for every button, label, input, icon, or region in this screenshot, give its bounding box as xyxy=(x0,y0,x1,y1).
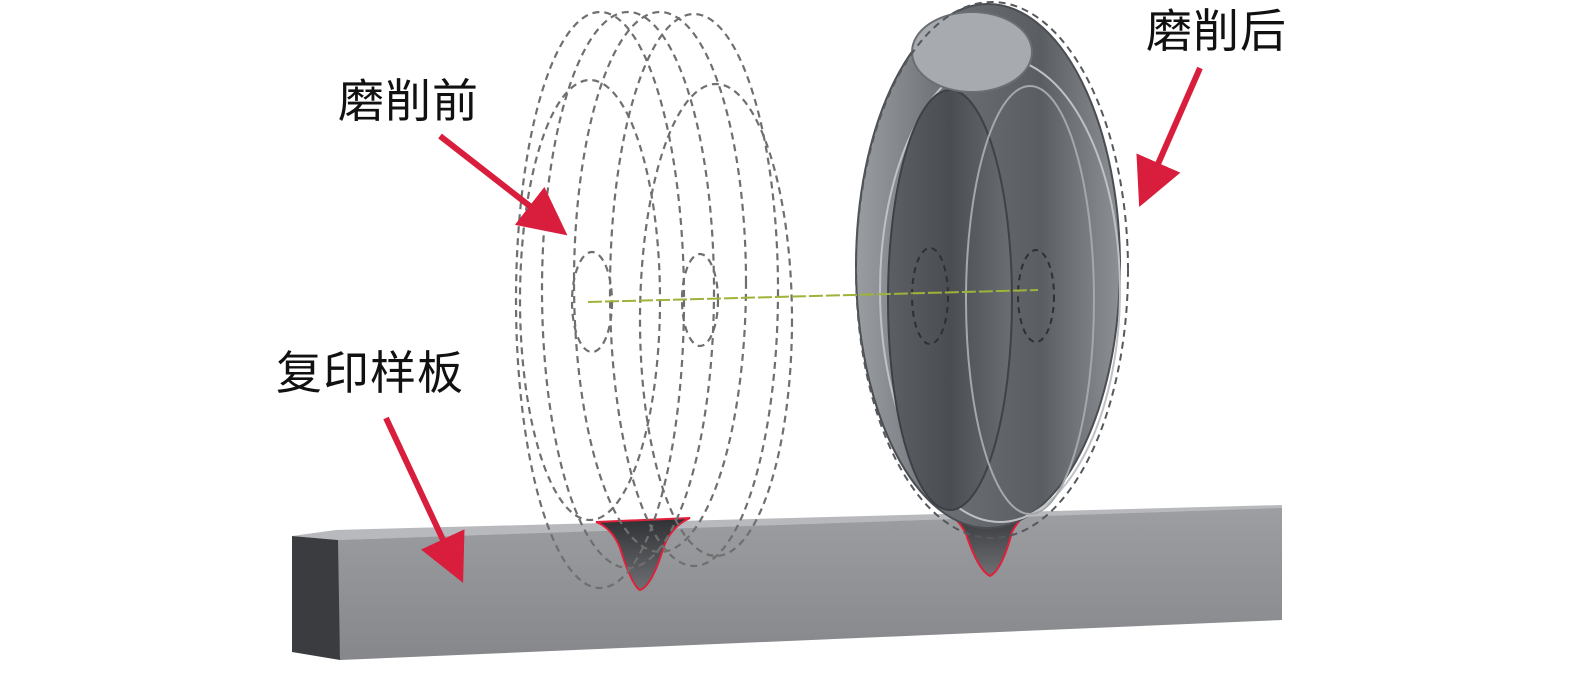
groove-before xyxy=(595,517,691,592)
arrow-before-icon xyxy=(438,133,568,236)
arrow-template-icon xyxy=(383,416,465,583)
wheel-before-outer-mid2 xyxy=(572,10,748,554)
wheel-after-dashed-outline xyxy=(855,1,1129,539)
block-front-face xyxy=(336,508,1282,660)
block-side-face xyxy=(292,536,340,660)
wheel-before-inner-right xyxy=(638,82,794,558)
wheel-after-cap xyxy=(911,11,1033,93)
wheel-after-inner-right xyxy=(965,85,1095,515)
label-after-grinding: 磨削后 xyxy=(1146,4,1287,58)
wheel-before-outer-back xyxy=(608,12,780,568)
wheel-before-grinding xyxy=(514,10,794,590)
wheel-after-hub-right xyxy=(1017,249,1055,343)
wheel-before-hub-right xyxy=(680,252,720,348)
label-before-grinding: 磨削前 xyxy=(338,74,479,128)
wheel-after-grinding xyxy=(855,1,1129,539)
arrow-after-icon xyxy=(1136,66,1203,207)
wheel-before-outer-mid1 xyxy=(540,10,716,570)
wheel-after-inner-left xyxy=(887,89,1013,511)
wheel-axis-line xyxy=(587,289,1039,303)
label-replica-template: 复印样板 xyxy=(276,346,464,400)
wheel-after-hub-left xyxy=(911,247,949,345)
